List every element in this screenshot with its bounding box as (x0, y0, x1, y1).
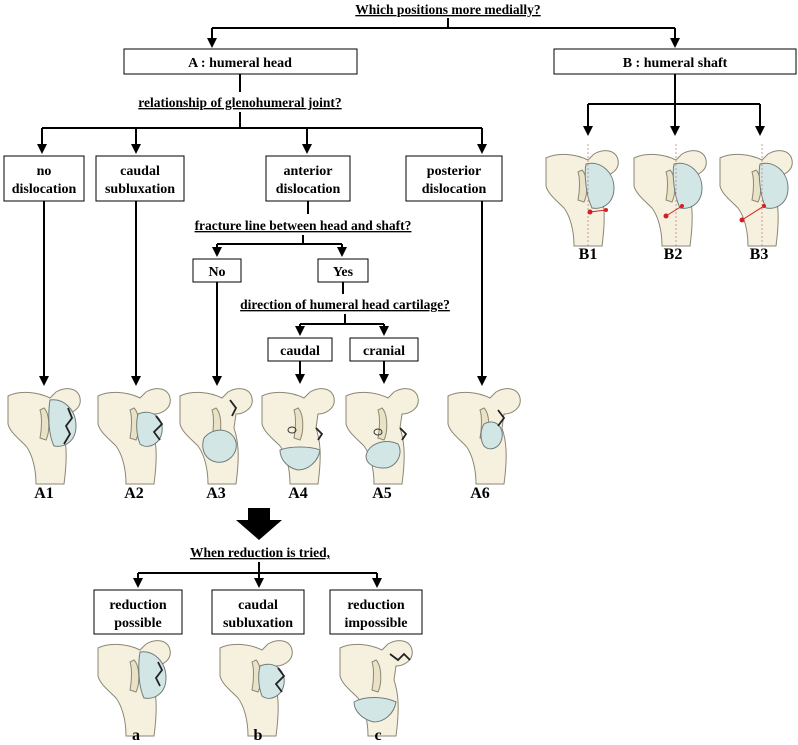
illustration-reduction-caudal (219, 640, 293, 737)
anterior-dislocation-line1: anterior (284, 164, 333, 179)
label-a6: A6 (470, 485, 490, 502)
label-a5: A5 (372, 485, 392, 502)
label-a2: A2 (124, 485, 144, 502)
caudal-subluxation-box (95, 155, 185, 202)
label-b1: B1 (579, 246, 598, 263)
caudal-subluxation-line2: subluxation (105, 182, 175, 197)
glenohumeral-question: relationship of glenohumeral joint? (138, 95, 341, 110)
cranial-label: cranial (363, 344, 405, 359)
label-b3: B3 (750, 246, 769, 263)
reduction-impossible-line2: impossible (344, 616, 407, 631)
caudal-subluxation-line1: caudal (120, 164, 160, 179)
reduction-impossible-box (329, 589, 423, 635)
illustration-b3 (719, 144, 793, 247)
label-b2: B2 (664, 246, 683, 263)
label-a-lower: a (132, 727, 140, 744)
anterior-dislocation-line2: dislocation (276, 182, 341, 197)
reduction-possible-line2: possible (114, 616, 161, 631)
illustration-a4 (261, 388, 335, 485)
posterior-dislocation-box (405, 155, 503, 202)
anterior-dislocation-box (265, 155, 351, 202)
illustration-a1 (7, 388, 81, 485)
yes-label: Yes (333, 265, 354, 280)
reduction-caudal-line1: caudal (238, 598, 278, 613)
reduction-caudal-box (211, 589, 305, 635)
label-a4: A4 (288, 485, 308, 502)
reduction-impossible-line1: reduction (347, 598, 405, 613)
illustration-a3 (179, 388, 253, 485)
illustration-a5 (345, 388, 419, 485)
label-b-lower: b (254, 727, 263, 744)
humeral-head-box (123, 48, 358, 75)
humeral-head-label: A : humeral head (188, 56, 292, 71)
reduction-question: When reduction is tried, (190, 545, 330, 560)
no-dislocation-box (3, 155, 85, 202)
illustration-a2 (97, 388, 171, 485)
reduction-caudal-line2: subluxation (223, 616, 293, 631)
illustration-a6 (447, 388, 521, 485)
posterior-dislocation-line2: dislocation (422, 182, 487, 197)
no-dislocation-line1: no (37, 164, 52, 179)
top-question: Which positions more medially? (355, 2, 540, 17)
cartilage-question: direction of humeral head cartilage? (240, 297, 450, 312)
illustration-b2 (633, 144, 707, 247)
caudal-label: caudal (280, 344, 320, 359)
posterior-dislocation-line1: posterior (427, 164, 481, 179)
no-label: No (208, 265, 225, 280)
no-dislocation-line2: dislocation (12, 182, 77, 197)
fracture-line-question: fracture line between head and shaft? (195, 218, 412, 233)
illustration-reduction-impossible (339, 640, 413, 737)
label-a3: A3 (206, 485, 226, 502)
reduction-possible-line1: reduction (109, 598, 167, 613)
label-a1: A1 (34, 485, 54, 502)
reduction-possible-box (93, 589, 183, 635)
big-down-arrow (236, 508, 282, 540)
humeral-shaft-label: B : humeral shaft (623, 56, 728, 71)
label-c-lower: c (374, 727, 381, 744)
illustration-b1 (545, 144, 619, 247)
illustration-reduction-possible (97, 640, 171, 737)
